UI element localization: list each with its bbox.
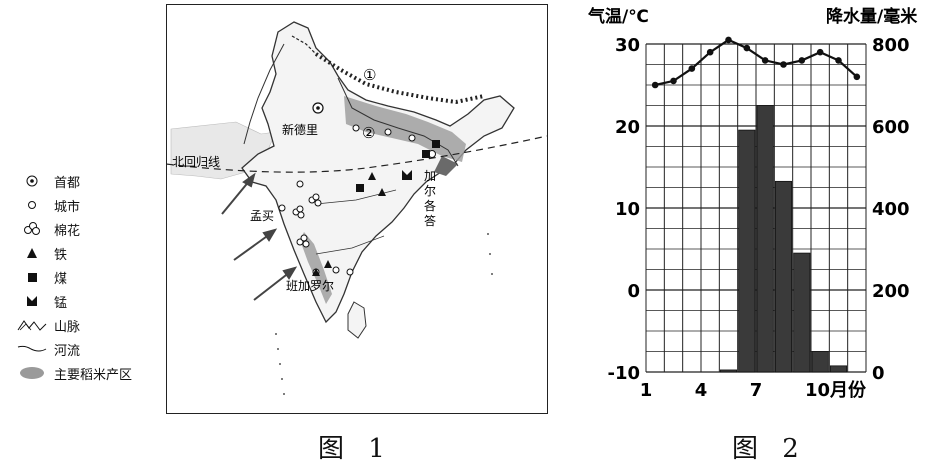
temperature-line (654, 38, 858, 87)
temperature-point (761, 57, 769, 64)
x-tick-label: 1 (640, 380, 653, 401)
legend-capital: 首都 (12, 170, 80, 192)
figure2-caption: 图 2 (732, 434, 807, 464)
right-tick-label: 200 (872, 281, 910, 302)
precipitation-bar (738, 129, 756, 373)
figure1-caption: 图 1 (318, 434, 393, 464)
temperature-point (725, 36, 732, 44)
iron-icon (12, 247, 52, 259)
precipitation-bar (774, 180, 793, 373)
right-tick-label: 0 (872, 363, 885, 384)
legend-city: 城市 (12, 194, 80, 216)
temperature-point (688, 65, 696, 72)
temperature-point (816, 48, 824, 56)
right-tick-label: 800 (872, 35, 910, 56)
city-label-kolkata-text: 加尔各答 (424, 169, 436, 228)
himalaya-mountains (314, 52, 485, 105)
manganese-marker (402, 170, 412, 180)
iron-markers (312, 172, 386, 276)
left-tick-label: -10 (607, 363, 640, 384)
temperature-point (706, 48, 714, 56)
temperature-point (670, 77, 677, 85)
city-label-bangalore: 班加罗尔 (286, 278, 334, 293)
left-axis-title: 气温/℃ (587, 6, 649, 27)
coal-icon (12, 271, 52, 283)
mountain-icon (12, 318, 52, 332)
map-legend: 首都 城市 棉花 铁 煤 锰 山脉 河流 主要稻 (12, 170, 172, 410)
temperature-point (780, 61, 787, 68)
cotton-markers (292, 193, 322, 248)
coal-markers (356, 140, 440, 192)
precipitation-bar (756, 105, 774, 373)
legend-river: 河流 (12, 338, 80, 360)
region-marker-1: ① (363, 66, 376, 84)
capital-marker (312, 102, 324, 114)
legend-mountain: 山脉 (12, 314, 80, 336)
india-map: 新德里 ① ② 北回归线 孟买 班加罗尔 加尔各答 (166, 4, 548, 414)
temperature-point (835, 57, 842, 64)
legend-manganese: 锰 (12, 290, 67, 312)
cotton-icon (12, 221, 52, 237)
temperature-point (853, 73, 861, 81)
precipitation-bar (719, 369, 738, 373)
manganese-icon (12, 295, 52, 307)
left-tick-label: 30 (615, 35, 640, 56)
left-tick-label: 10 (615, 199, 640, 220)
x-tick-label: 10月份 (805, 379, 867, 401)
precipitation-bar (829, 365, 848, 373)
region-marker-2: ② (362, 124, 375, 142)
x-tick-label: 4 (695, 380, 708, 401)
left-tick-label: 0 (627, 281, 640, 302)
capital-label: 新德里 (282, 122, 318, 137)
climate-chart: 30 20 10 0 -10 800 600 400 200 0 1 4 7 10月份 气温/℃ 降水量/毫米 (587, 6, 918, 401)
river-ganges (337, 77, 459, 167)
x-tick-label: 7 (750, 380, 763, 401)
river-indus (243, 43, 285, 145)
right-tick-label: 600 (872, 117, 910, 138)
legend-cotton: 棉花 (12, 218, 80, 240)
river-icon (12, 343, 52, 355)
sri-lanka (347, 301, 367, 339)
legend-coal: 煤 (12, 266, 67, 288)
tropic-of-cancer (166, 135, 548, 173)
temperature-point (651, 81, 659, 89)
city-icon (12, 199, 52, 211)
rice-area-icon (12, 366, 52, 380)
city-label-mumbai: 孟买 (250, 209, 274, 223)
right-axis-title: 降水量/毫米 (826, 6, 918, 27)
tropic-label: 北回归线 (172, 155, 220, 169)
temperature-point (743, 44, 751, 52)
monsoon-arrows (221, 172, 298, 301)
right-tick-label: 400 (872, 199, 910, 220)
temperature-point (798, 57, 806, 64)
city-label-kolkata: 加尔各答 (424, 169, 436, 228)
capital-icon (12, 174, 52, 188)
precipitation-bar (811, 351, 829, 373)
legend-iron: 铁 (12, 242, 67, 264)
precipitation-bar (793, 252, 811, 373)
left-tick-label: 20 (615, 117, 640, 138)
legend-rice: 主要稻米产区 (12, 362, 132, 384)
